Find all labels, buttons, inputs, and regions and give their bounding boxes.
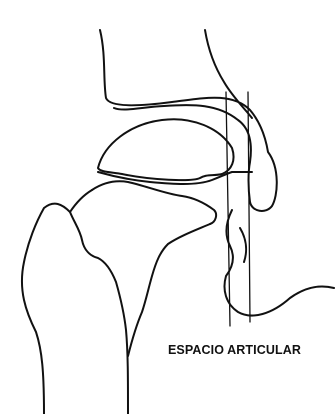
inner-lower-edge — [240, 228, 246, 262]
lesser-trochanter — [70, 212, 128, 414]
joint-space-label: ESPACIO ARTICULAR — [168, 343, 301, 357]
ischium-contour — [225, 210, 335, 316]
joint-space-line-right — [248, 92, 250, 322]
greater-trochanter — [22, 190, 92, 414]
femoral-head — [98, 119, 234, 180]
femoral-neck-upper — [92, 181, 216, 224]
medial-femoral-cortex — [128, 224, 210, 356]
joint-space-line-left — [226, 92, 230, 326]
